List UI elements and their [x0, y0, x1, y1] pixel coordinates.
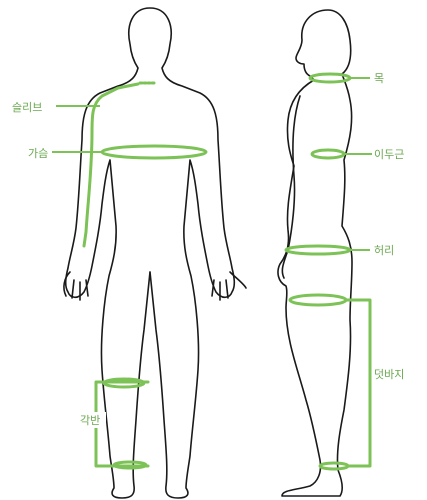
- sleeve-measurement: [56, 83, 156, 246]
- front-left-hand: [64, 272, 88, 300]
- chest-measurement: [52, 146, 206, 158]
- waist-measurement: [286, 246, 370, 254]
- neck-label: 목: [374, 72, 384, 85]
- waist-measure-loop: [286, 246, 350, 254]
- gaiter-label: 각반: [80, 414, 100, 427]
- knee-pants-upper-loop: [290, 295, 346, 305]
- bicep-label: 이두근: [374, 148, 404, 161]
- waist-label: 허리: [374, 244, 394, 257]
- knee-pants-label: 덧바지: [374, 368, 404, 381]
- bicep-measure-loop: [312, 150, 344, 158]
- knee-pants-measurement: [290, 295, 370, 469]
- sleeve-label: 슬리브: [12, 101, 42, 114]
- bicep-measurement: [312, 150, 372, 158]
- chest-measure-loop: [102, 146, 206, 158]
- neck-measurement: [310, 74, 370, 82]
- chest-label: 가슴: [28, 147, 48, 160]
- knee-pants-lower-loop: [320, 463, 348, 469]
